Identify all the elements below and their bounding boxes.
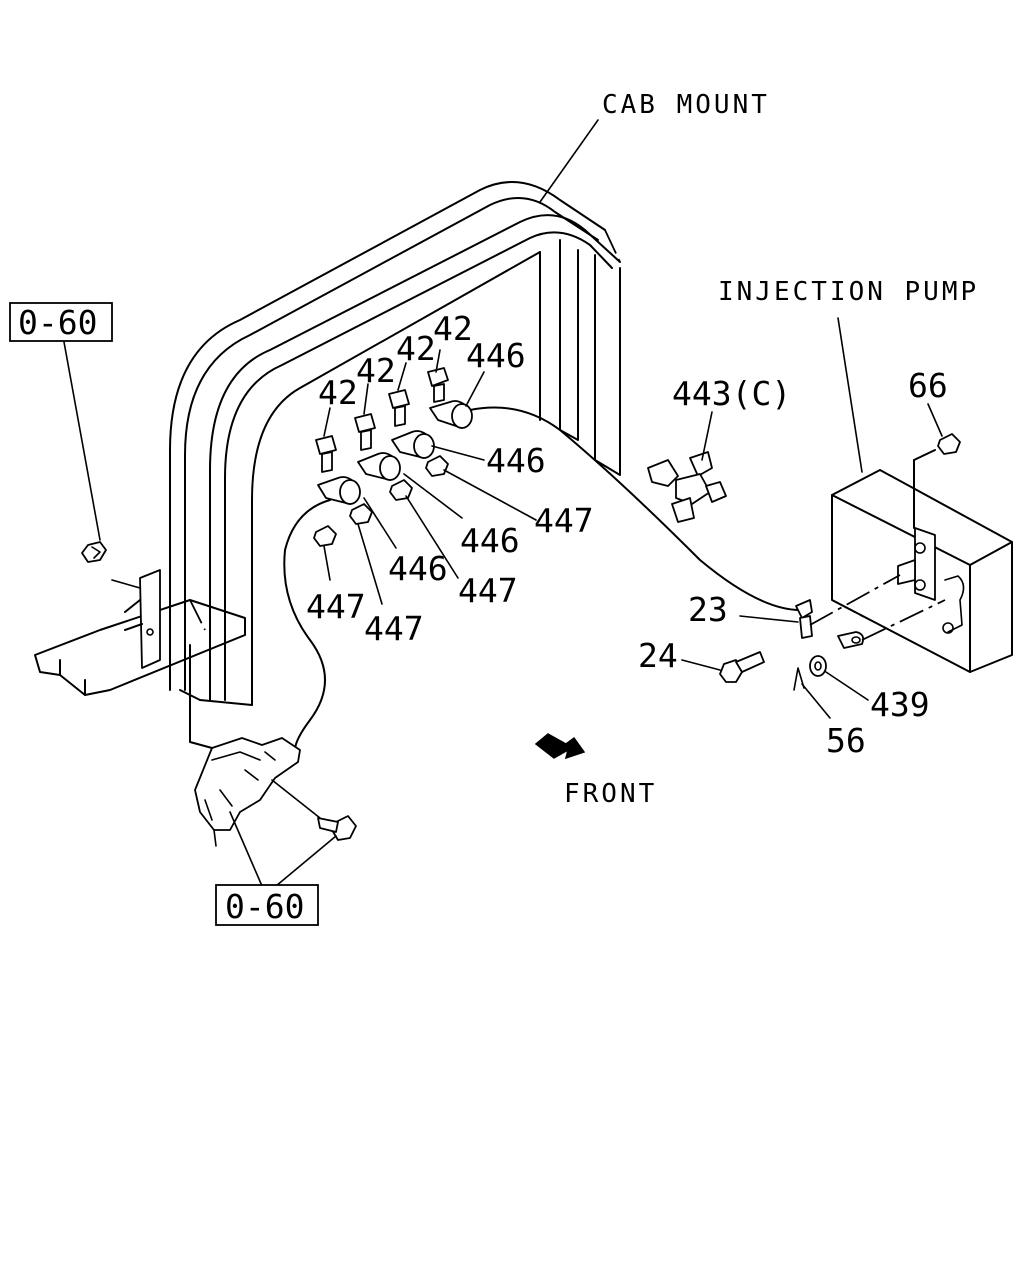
part-label-42[interactable]: 42 [356,351,396,390]
bolt-bottom [317,815,357,841]
nut-447-b [389,479,413,501]
front-label: FRONT [564,779,657,809]
clamp-446-d [317,476,361,505]
part-label-23[interactable]: 23 [688,590,728,629]
nut-left [81,541,107,563]
part-label-42[interactable]: 42 [433,309,473,348]
part-label-42[interactable]: 42 [318,373,358,412]
part-label-447[interactable]: 447 [458,571,518,610]
joint-23 [795,599,813,639]
part-label-42[interactable]: 42 [396,329,436,368]
bolt-24 [719,651,765,683]
cab-mount-label: CAB MOUNT [602,90,770,120]
nut-447-c [349,503,373,525]
nut-447-d [313,525,337,547]
ref-label-bottom[interactable]: 0-60 [225,887,304,926]
part-label-56[interactable]: 56 [826,721,866,760]
nut-447-a [425,455,449,477]
ref-box-bottom [215,884,319,926]
lever-assembly [189,644,301,847]
injection-pump [831,449,1013,673]
pin-56 [793,667,805,691]
ref-label-top[interactable]: 0-60 [18,303,97,342]
part-label-446[interactable]: 446 [388,549,448,588]
injection-pump-label: INJECTION PUMP [718,277,979,307]
centerline-rod [861,599,946,641]
front-arrow-icon [534,733,586,760]
part-label-447[interactable]: 447 [364,609,424,648]
bolt-42-c [354,413,376,451]
part-label-24[interactable]: 24 [638,636,678,675]
part-label-447[interactable]: 447 [534,501,594,540]
control-cable [283,406,801,751]
dash-to-bolt [271,779,321,819]
bolt-42-b [388,389,410,427]
part-label-447[interactable]: 447 [306,587,366,626]
bolt-42-a [427,367,449,403]
part-label-446[interactable]: 446 [466,336,526,375]
part-label-66[interactable]: 66 [908,366,948,405]
centerline-pump [809,574,901,626]
clamp-446-c [357,452,401,481]
rod-end [837,631,865,649]
leader-lines [63,119,943,887]
clamp-446-b [391,430,435,459]
clamp-446-a [429,400,473,429]
ref-box-top [9,302,113,342]
bolt-42-d [315,435,337,473]
part-label-446[interactable]: 446 [486,441,546,480]
part-label-439[interactable]: 439 [870,685,930,724]
washer-439 [809,655,827,677]
part-label-446[interactable]: 446 [460,521,520,560]
clip-443c [647,451,727,523]
nut-66 [937,433,961,455]
part-label-443c[interactable]: 443(C) [672,374,791,413]
